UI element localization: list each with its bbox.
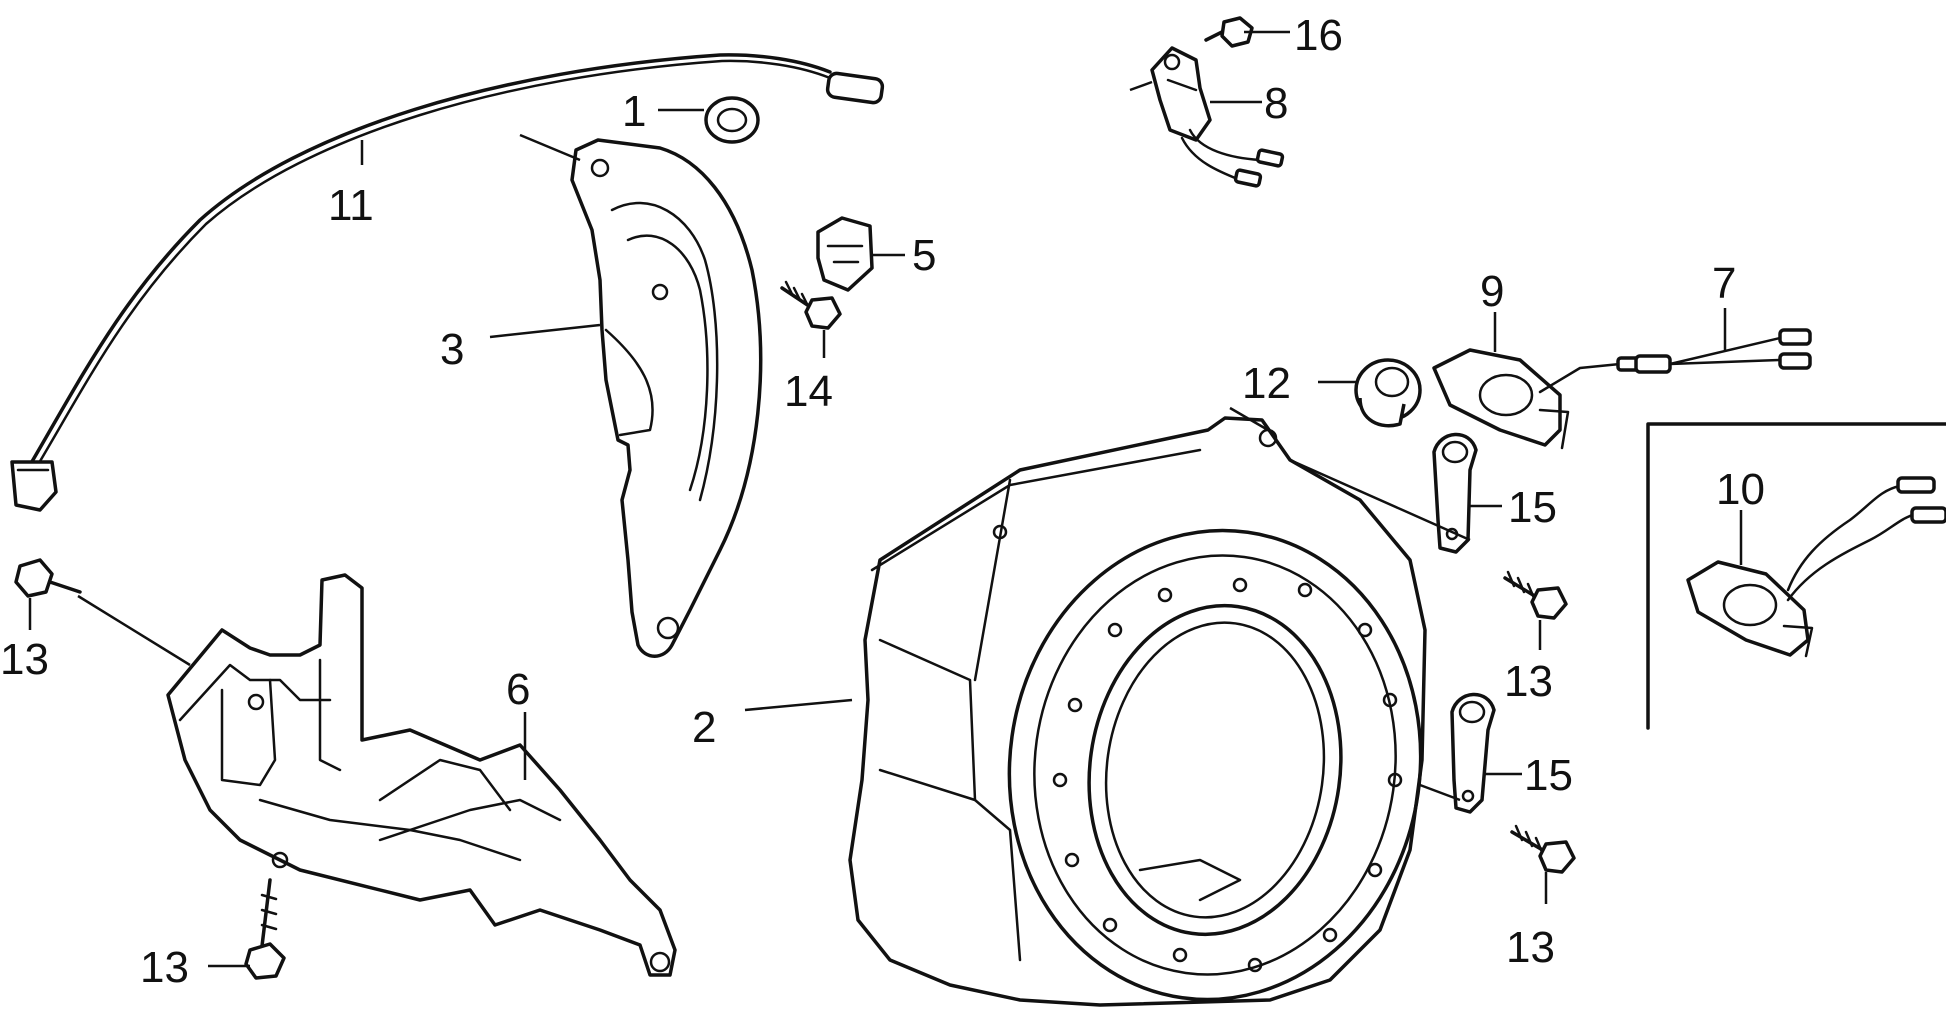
callout-13-right-upper: 13 — [1504, 657, 1553, 706]
part-10-oil-sensor-alt — [1686, 476, 1946, 658]
part-1-grommet — [704, 96, 760, 144]
part-15-clamp-lower — [1450, 692, 1496, 814]
callout-2: 2 — [692, 703, 716, 752]
callout-8: 8 — [1264, 79, 1288, 128]
callout-7: 7 — [1712, 259, 1736, 308]
callout-3: 3 — [440, 325, 464, 374]
part-8-switch — [1150, 46, 1285, 188]
callout-13-left: 13 — [0, 635, 49, 684]
callout-6: 6 — [506, 665, 530, 714]
callout-1: 1 — [622, 87, 646, 136]
part-13-bolt-bottom — [244, 878, 286, 980]
callout-11: 11 — [328, 181, 374, 230]
inset-frame — [1646, 422, 1946, 730]
part-15-clamp-upper — [1432, 432, 1478, 554]
part-2-fan-cover — [848, 416, 1427, 1007]
part-5-clip — [816, 216, 874, 292]
part-16-screw — [1204, 16, 1254, 48]
callout-15-upper: 15 — [1508, 483, 1557, 532]
part-7-sub-harness — [1634, 328, 1812, 374]
part-3-bracket — [570, 138, 763, 658]
callout-9: 9 — [1480, 267, 1504, 316]
callout-10: 10 — [1716, 465, 1765, 514]
part-13-bolt-left — [14, 558, 82, 598]
part-13-bolt-right-upper — [1503, 570, 1568, 620]
leader-lines — [28, 30, 1743, 968]
part-6-lower-shroud — [166, 573, 677, 977]
part-12-grommet — [1354, 358, 1422, 428]
callout-12: 12 — [1242, 359, 1291, 408]
callout-14: 14 — [784, 367, 833, 416]
part-13-bolt-right-lower — [1510, 824, 1576, 874]
callout-labels: 1 2 3 5 6 7 8 9 10 11 12 13 13 13 13 14 … — [0, 11, 1765, 992]
callout-13-bottom: 13 — [140, 943, 189, 992]
callout-16: 16 — [1294, 11, 1343, 60]
part-14-bolt — [780, 280, 842, 330]
callout-15-lower: 15 — [1524, 751, 1573, 800]
callout-5: 5 — [912, 231, 936, 280]
part-9-oil-sensor — [1432, 348, 1642, 450]
part-11-wire-harness — [10, 53, 885, 512]
callout-13-right-lower: 13 — [1506, 923, 1555, 972]
